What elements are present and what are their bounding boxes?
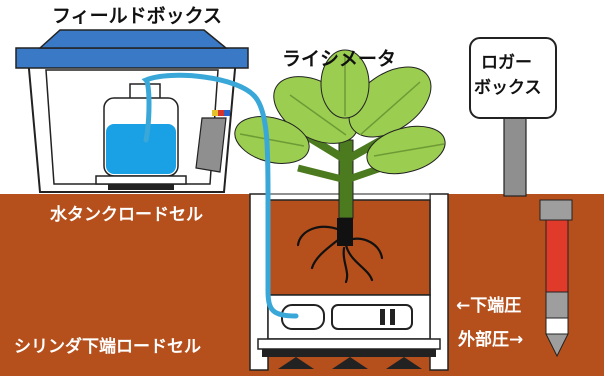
plant — [234, 49, 446, 246]
logger-box-label-line2: ボックス — [474, 78, 542, 98]
water-tank-load-cell-label: 水タンクロードセル — [50, 205, 203, 225]
plant-roots — [296, 225, 384, 284]
field-box — [15, 29, 249, 193]
external-pressure-label: 外部圧→ — [458, 330, 524, 350]
logger-box-label-line1: ロガー — [481, 53, 532, 73]
water-tank-load-cell — [95, 175, 187, 190]
water-tank — [103, 83, 179, 177]
logger-box — [469, 37, 557, 197]
water-tube — [141, 72, 299, 319]
field-box-lid — [15, 47, 249, 69]
field-box-label: フィールドボックス — [52, 5, 223, 27]
pressure-probe — [539, 199, 573, 358]
cylinder-bottom-load-cell-label: シリンダ下端ロードセル — [14, 337, 201, 357]
cylinder-bottom-load-cell — [257, 294, 441, 369]
pressure-sensor — [195, 110, 230, 173]
lysimeter-label: ライシメータ — [282, 48, 397, 70]
bottom-pressure-label: ←下端圧 — [456, 296, 522, 316]
